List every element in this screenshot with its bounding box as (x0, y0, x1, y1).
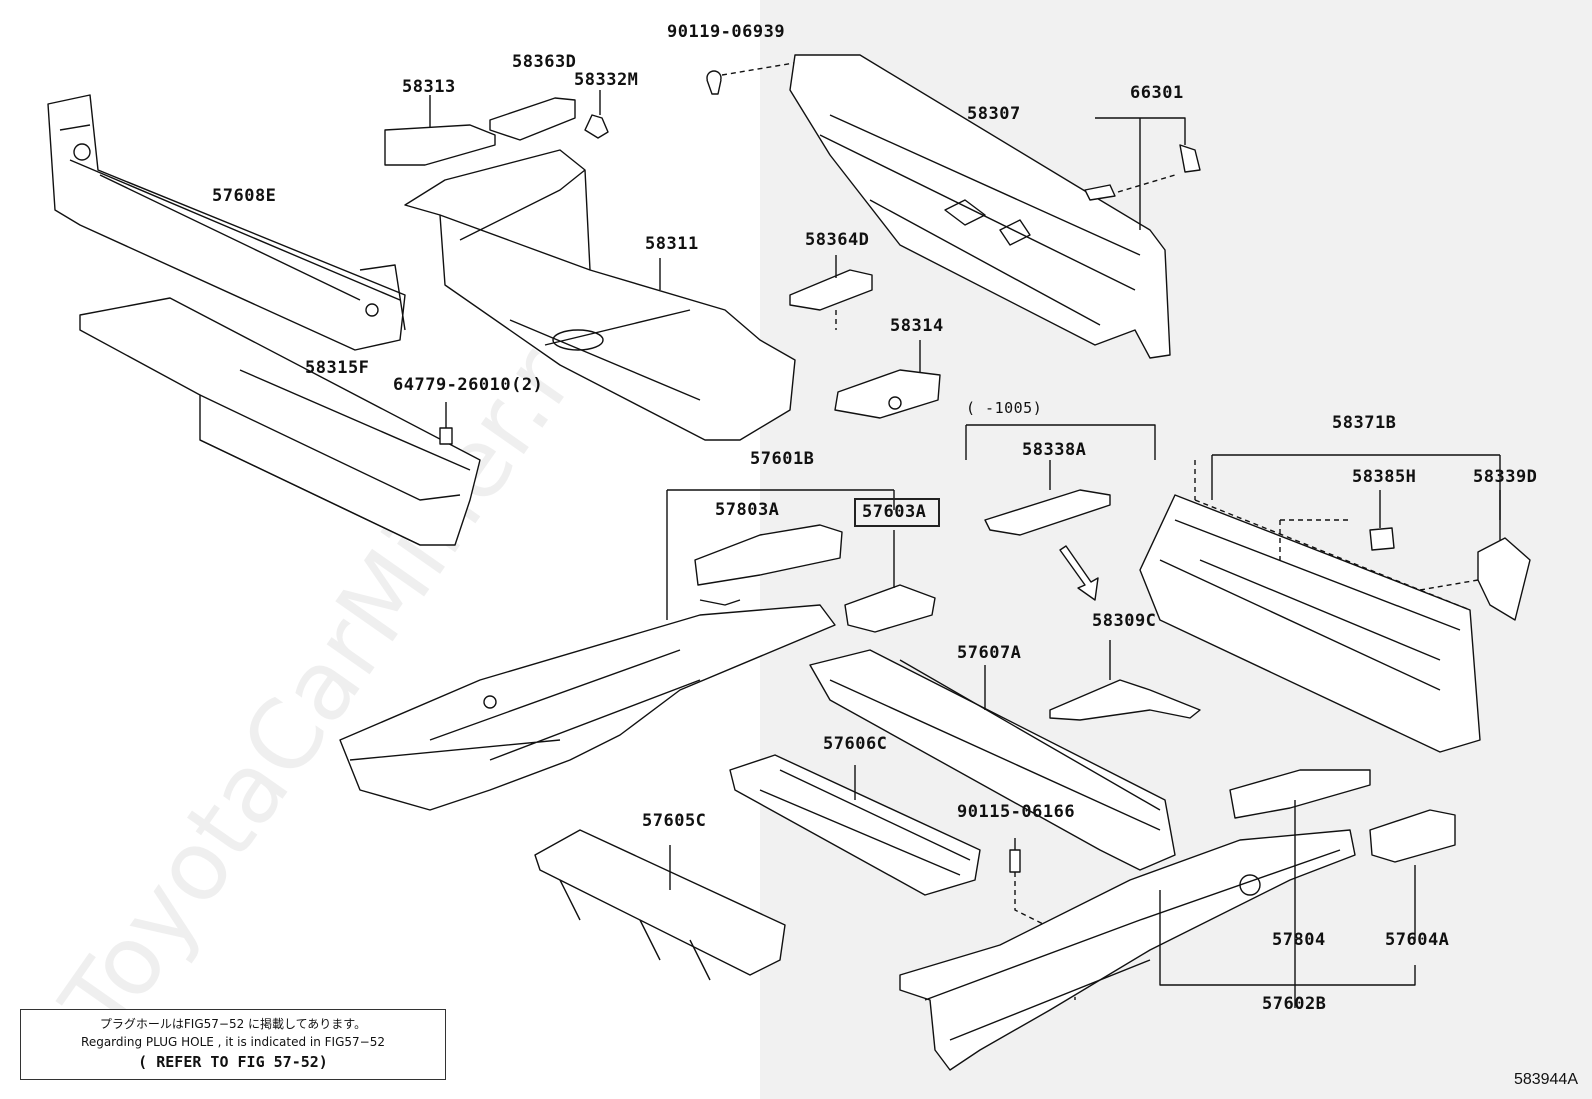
part-64779-drawing (439, 402, 453, 445)
label-66301[interactable]: 66301 (1130, 83, 1184, 103)
part-58385h-drawing (1369, 527, 1395, 551)
label-58371b[interactable]: 58371B (1332, 413, 1397, 433)
label-57607a[interactable]: 57607A (957, 643, 1022, 663)
part-58339d-drawing (1477, 537, 1531, 621)
part-57601b-drawing (339, 599, 836, 811)
part-58332m-drawing (584, 114, 609, 139)
label-57603a[interactable]: 57603A (862, 502, 927, 522)
label-58338a[interactable]: 58338A (1022, 440, 1087, 460)
part-58364d-drawing (789, 255, 873, 330)
part-57804-drawing (1229, 769, 1371, 819)
label-58313[interactable]: 58313 (402, 77, 456, 97)
direction-arrow (1059, 545, 1099, 601)
label-90119-06939[interactable]: 90119-06939 (667, 22, 786, 42)
part-57602b-drawing (899, 829, 1356, 1071)
label-58315f[interactable]: 58315F (305, 358, 370, 378)
part-57607a-drawing (809, 649, 1176, 871)
note-line-japanese: プラグホールはFIG57−52 に掲載してあります。 (99, 1017, 367, 1031)
label-57601b[interactable]: 57601B (750, 449, 815, 469)
note-refer-link[interactable]: ( REFER TO FIG 57-52) (138, 1053, 328, 1071)
label-57803a[interactable]: 57803A (715, 500, 780, 520)
label-58311[interactable]: 58311 (645, 234, 699, 254)
part-57608e-drawing (47, 94, 406, 351)
part-58371b-drawing (1139, 454, 1501, 753)
part-57803a-drawing (694, 524, 843, 586)
label-57605c[interactable]: 57605C (642, 811, 707, 831)
part-57604a-drawing (1369, 809, 1456, 863)
part-57605c-drawing (534, 829, 786, 981)
label-58364d[interactable]: 58364D (805, 230, 870, 250)
label-57604a[interactable]: 57604A (1385, 930, 1450, 950)
part-58307-drawing (789, 54, 1171, 359)
part-58311-drawing (404, 149, 796, 441)
label-57602b[interactable]: 57602B (1262, 994, 1327, 1014)
label-57608e[interactable]: 57608E (212, 186, 277, 206)
part-66301-drawing (1084, 117, 1201, 230)
label-58309c[interactable]: 58309C (1092, 611, 1157, 631)
label-57804[interactable]: 57804 (1272, 930, 1326, 950)
part-58313-drawing (384, 95, 496, 166)
highlighted-part-box[interactable] (854, 498, 940, 527)
label-57606c[interactable]: 57606C (823, 734, 888, 754)
label-58332m[interactable]: 58332M (574, 70, 639, 90)
label-58314[interactable]: 58314 (890, 316, 944, 336)
part-90119-drawing (706, 61, 801, 95)
part-58314-drawing (834, 340, 941, 419)
note-line-english: Regarding PLUG HOLE , it is indicated in… (81, 1035, 385, 1049)
part-58309c-drawing (1049, 679, 1201, 721)
label-58385h[interactable]: 58385H (1352, 467, 1417, 487)
figure-code: 583944A (1513, 1071, 1578, 1088)
label-90115-06166[interactable]: 90115-06166 (957, 802, 1076, 822)
part-57606c-drawing (729, 754, 981, 896)
part-58363d-drawing (489, 97, 576, 141)
label-58339d[interactable]: 58339D (1473, 467, 1538, 487)
label-64779-26010[interactable]: 64779-26010(2) (393, 375, 544, 395)
label-58307[interactable]: 58307 (967, 104, 1021, 124)
label-58363d[interactable]: 58363D (512, 52, 577, 72)
part-58338a-drawing (984, 489, 1111, 536)
plug-hole-note: プラグホールはFIG57−52 に掲載してあります。 Regarding PLU… (20, 1009, 446, 1080)
range-note: ( -1005) (966, 399, 1043, 417)
part-58315f-drawing (79, 297, 481, 546)
part-57603a-drawing (844, 530, 936, 633)
